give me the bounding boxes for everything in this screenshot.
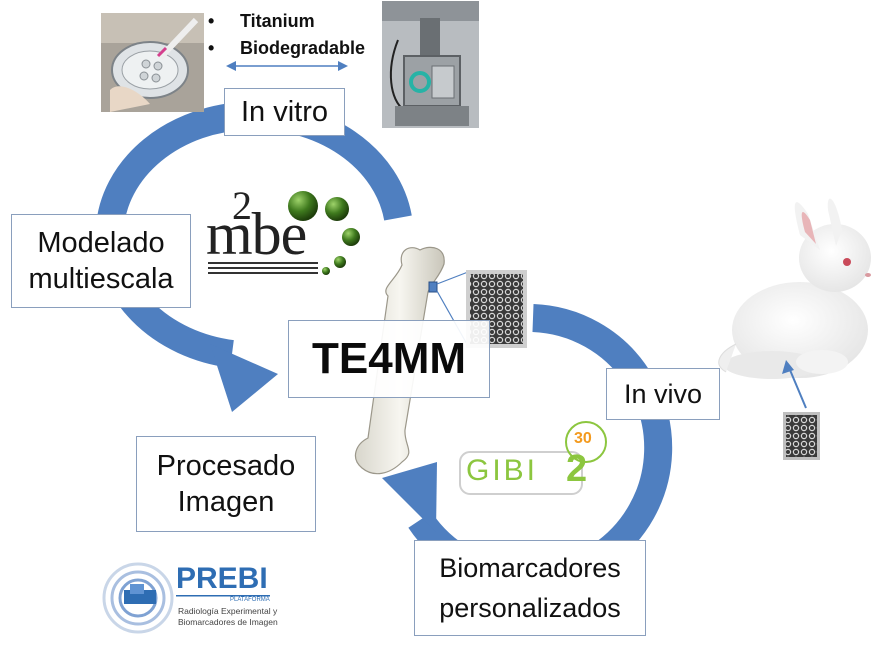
- bone-detail-marker: [428, 281, 438, 293]
- prebi-logo-graphic: [102, 562, 270, 634]
- bullet-titanium: Titanium: [208, 8, 365, 35]
- prebi-kicker: PLATAFORMA: [230, 597, 270, 603]
- gibi-superscript: 30: [574, 430, 592, 447]
- in-vitro-text: In vitro: [240, 96, 329, 128]
- prebi-subtitle-1: Radiología Experimental y: [178, 606, 278, 616]
- bullet-biodegradable: Biodegradable: [208, 35, 365, 62]
- biomarcadores-personalizados-label: Biomarcadores personalizados: [414, 540, 646, 636]
- double-arrow-between-photos: [226, 61, 348, 71]
- mbe-logo-graphic: [208, 191, 360, 275]
- in-vivo-text: In vivo: [623, 379, 703, 409]
- modelado-line-1: Modelado: [37, 227, 165, 259]
- zoom-line-top: [436, 271, 469, 285]
- gibi-logo: GIBI 2 30: [458, 428, 608, 498]
- mbe-wordmark: mbe: [206, 201, 307, 267]
- biomarcadores-line-1: Biomarcadores: [439, 553, 621, 583]
- right-cycle-arrowhead: [382, 462, 437, 532]
- te4mm-text: TE4MM: [312, 334, 466, 383]
- prebi-logo: PREBI PLATAFORMA Radiología Experimental…: [102, 560, 282, 635]
- modelado-multiescala-label: Modelado multiescala: [11, 214, 191, 308]
- rabbit-illustration: [718, 198, 871, 379]
- gibi-wordmark: GIBI: [466, 454, 539, 487]
- procesado-line-1: Procesado: [156, 450, 296, 482]
- gibi-number: 2: [566, 448, 588, 490]
- materials-list: Titanium Biodegradable: [208, 8, 365, 62]
- left-cycle-arrow-arc: [95, 101, 412, 368]
- petri-dish-photo: [101, 13, 204, 112]
- procesado-imagen-label: Procesado Imagen: [136, 436, 316, 532]
- mbe-superscript: 2: [232, 183, 252, 228]
- test-machine-photo: [382, 1, 479, 128]
- te4mm-center-label: TE4MM: [288, 320, 490, 398]
- left-cycle-arrowhead: [210, 344, 278, 412]
- prebi-wordmark: PREBI: [176, 562, 268, 595]
- prebi-subtitle-2: Biomarcadores de Imagen: [178, 617, 278, 627]
- gibi-logo-graphic: [459, 421, 607, 495]
- mbe-logo: 2 mbe: [204, 182, 374, 282]
- in-vivo-label: In vivo: [606, 368, 720, 420]
- in-vitro-label: In vitro: [224, 88, 345, 136]
- modelado-line-2: multiescala: [28, 263, 174, 295]
- implant-pointer-arrow: [782, 360, 807, 409]
- procesado-line-2: Imagen: [177, 486, 275, 518]
- biomarcadores-line-2: personalizados: [439, 593, 621, 623]
- implant-scaffold-small: [783, 412, 820, 460]
